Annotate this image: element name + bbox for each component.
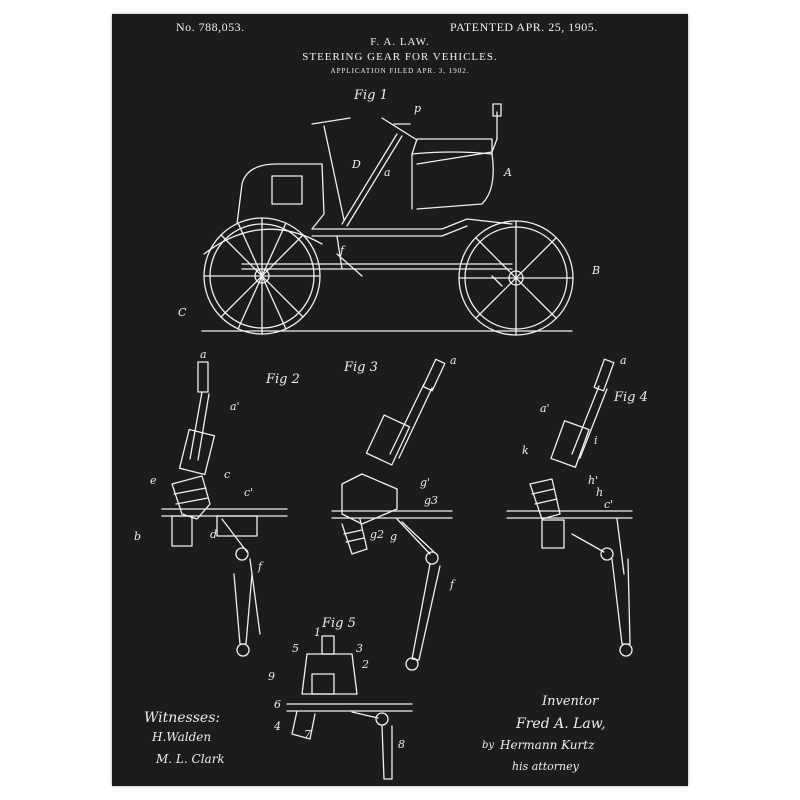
fig3-label-a: a: [450, 354, 457, 367]
fig4-label-c1: c': [604, 498, 614, 511]
witness-1-signature: H.Walden: [152, 730, 212, 744]
fig4-label-i: i: [594, 434, 598, 447]
fig5-label-8: 8: [398, 738, 405, 751]
fig3-label-g1: g': [420, 476, 431, 489]
fig2-label-c: c: [224, 468, 231, 481]
fig2-label-e: e: [150, 474, 157, 487]
fig5-label-9: 9: [268, 670, 275, 683]
attorney-label: his attorney: [512, 760, 579, 773]
by-label: by: [482, 740, 495, 751]
fig1-label-C: C: [178, 306, 187, 319]
fig5-label-2: 2: [362, 658, 369, 671]
fig1-label-a: a: [384, 166, 391, 179]
fig4-label-k: k: [522, 444, 529, 457]
inventor-signature: Fred A. Law,: [516, 716, 606, 732]
inventor-name: F. A. LAW.: [370, 36, 430, 48]
fig3-mechanism: [331, 358, 453, 671]
fig5-label-6: 6: [274, 698, 281, 711]
patent-drawing: [161, 103, 633, 780]
fig3-label-g: g: [390, 530, 398, 543]
fig5-label-5: 5: [292, 642, 299, 655]
fig1-label-A: A: [504, 166, 512, 179]
fig1-label-p: p: [414, 102, 422, 115]
fig3-title: Fig 3: [344, 360, 378, 375]
fig1-label-f: f: [340, 244, 345, 257]
fig4-label-a1: a': [540, 402, 550, 415]
inventor-label: Inventor: [542, 694, 599, 709]
fig5-mechanism: [286, 635, 413, 780]
fig2-label-c1: c': [244, 486, 254, 499]
patent-title: STEERING GEAR FOR VEHICLES.: [302, 51, 498, 63]
fig2-label-a1: a': [230, 400, 240, 413]
fig3-label-f: f: [450, 578, 455, 591]
fig2-label-b: b: [134, 530, 142, 543]
attorney-signature: Hermann Kurtz: [500, 738, 595, 752]
fig4-label-a: a: [620, 354, 627, 367]
fig4-title: Fig 4: [614, 390, 648, 405]
fig2-label-a: a: [200, 348, 207, 361]
fig5-label-4: 4: [274, 720, 281, 733]
fig3-label-g3: g3: [424, 494, 439, 507]
fig1-label-D: D: [352, 158, 361, 171]
fig5-label-3: 3: [356, 642, 363, 655]
application-filed: APPLICATION FILED APR. 3, 1902.: [330, 67, 470, 75]
witness-2-signature: M. L. Clark: [156, 752, 225, 766]
fig1-label-B: B: [592, 264, 601, 277]
fig2-title: Fig 2: [266, 372, 300, 387]
fig2-mechanism: [161, 361, 288, 657]
fig1-car-drawing: [201, 103, 574, 336]
fig5-title: Fig 5: [322, 616, 356, 631]
witnesses-label: Witnesses:: [144, 710, 221, 726]
patent-date: PATENTED APR. 25, 1905.: [450, 20, 598, 34]
fig5-label-7: 7: [304, 728, 311, 741]
patent-poster: No. 788,053. PATENTED APR. 25, 1905. F. …: [112, 14, 688, 786]
fig2-label-f: f: [258, 560, 263, 573]
fig4-label-h1: h': [588, 474, 599, 487]
patent-number: No. 788,053.: [176, 20, 245, 34]
fig5-label-1: 1: [314, 626, 321, 639]
fig1-title: Fig 1: [354, 88, 388, 103]
fig4-label-h: h: [596, 486, 604, 499]
fig4-mechanism: [506, 358, 633, 657]
fig3-label-g2: g2: [370, 528, 385, 541]
fig2-label-d: d: [210, 528, 218, 541]
